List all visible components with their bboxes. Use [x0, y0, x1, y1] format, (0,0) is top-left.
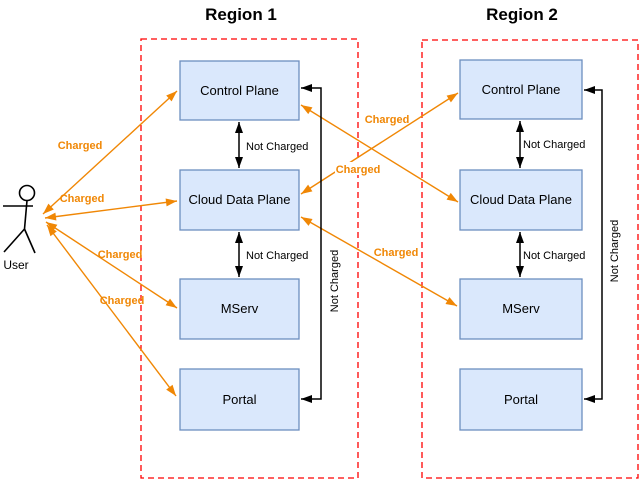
edge-label-not-charged-r2-cp-cdp: Not Charged — [523, 139, 585, 151]
node-region1-cloud-data-plane — [179, 169, 300, 231]
node-region1-portal — [179, 368, 300, 431]
node-region2-mserv-label: MServ — [502, 301, 540, 316]
edge-label-charged-user-cp: Charged — [58, 140, 103, 152]
edge-label-charged-user-mserv: Charged — [98, 249, 143, 261]
actor-body-icon — [23, 200, 28, 230]
node-region1-mserv — [179, 278, 300, 340]
region2-title: Region 2 — [486, 5, 558, 24]
node-region2-cloud-data-plane — [459, 169, 583, 231]
edge-user-r1-cloud-data-plane — [44, 198, 178, 221]
edge-label-not-charged-r2-cp-portal: Not Charged — [609, 220, 621, 282]
edge-r2-control-plane-r2-portal — [584, 86, 603, 403]
edge-label-charged-user-cdp: Charged — [60, 193, 105, 205]
node-region1-control-plane — [179, 60, 300, 121]
node-region2-portal — [459, 368, 583, 431]
node-region1-cloud-data-plane-label: Cloud Data Plane — [189, 192, 291, 207]
edge-r1-control-plane-r2-cloud-data-plane — [300, 104, 459, 203]
node-region1-portal-label: Portal — [223, 392, 257, 407]
edge-r1-control-plane-r1-portal — [301, 84, 322, 403]
region2-boundary — [421, 39, 639, 479]
edge-label-not-charged-r1-cdp-mserv: Not Charged — [246, 250, 308, 262]
edge-r1-cloud-data-plane-r2-mserv — [300, 216, 458, 307]
edge-label-charged-r1cp-r2cdp: Charged — [365, 114, 410, 126]
region1-title: Region 1 — [205, 5, 277, 24]
node-region1-control-plane-label: Control Plane — [200, 83, 279, 98]
node-region2-control-plane-label: Control Plane — [482, 82, 561, 97]
edge-label-not-charged-r2-cdp-mserv: Not Charged — [523, 250, 585, 262]
edge-label-charged-r1cdp-r2cp: Charged — [336, 164, 381, 176]
node-region2-mserv — [459, 278, 583, 340]
user-actor-icon — [3, 184, 36, 254]
edge-label-not-charged-r1-cp-portal: Not Charged — [329, 250, 341, 312]
node-region2-control-plane — [459, 59, 583, 120]
actor-head-icon — [18, 184, 36, 202]
edge-user-r1-control-plane — [42, 90, 178, 215]
actor-left-leg-icon — [3, 228, 26, 253]
node-region2-portal-label: Portal — [504, 392, 538, 407]
edge-r1-cloud-data-plane-r2-control-plane — [300, 92, 459, 195]
edge-label-charged-r1cdp-r2mserv: Charged — [374, 247, 419, 259]
label-bg — [335, 162, 381, 175]
actor-right-leg-icon — [23, 228, 36, 254]
node-region1-mserv-label: MServ — [221, 301, 259, 316]
node-region2-cloud-data-plane-label: Cloud Data Plane — [470, 192, 572, 207]
edge-label-charged-user-portal: Charged — [100, 295, 145, 307]
edge-label-not-charged-r1-cp-cdp: Not Charged — [246, 141, 308, 153]
edge-user-r1-portal — [46, 224, 177, 397]
user-label: User — [3, 258, 28, 272]
